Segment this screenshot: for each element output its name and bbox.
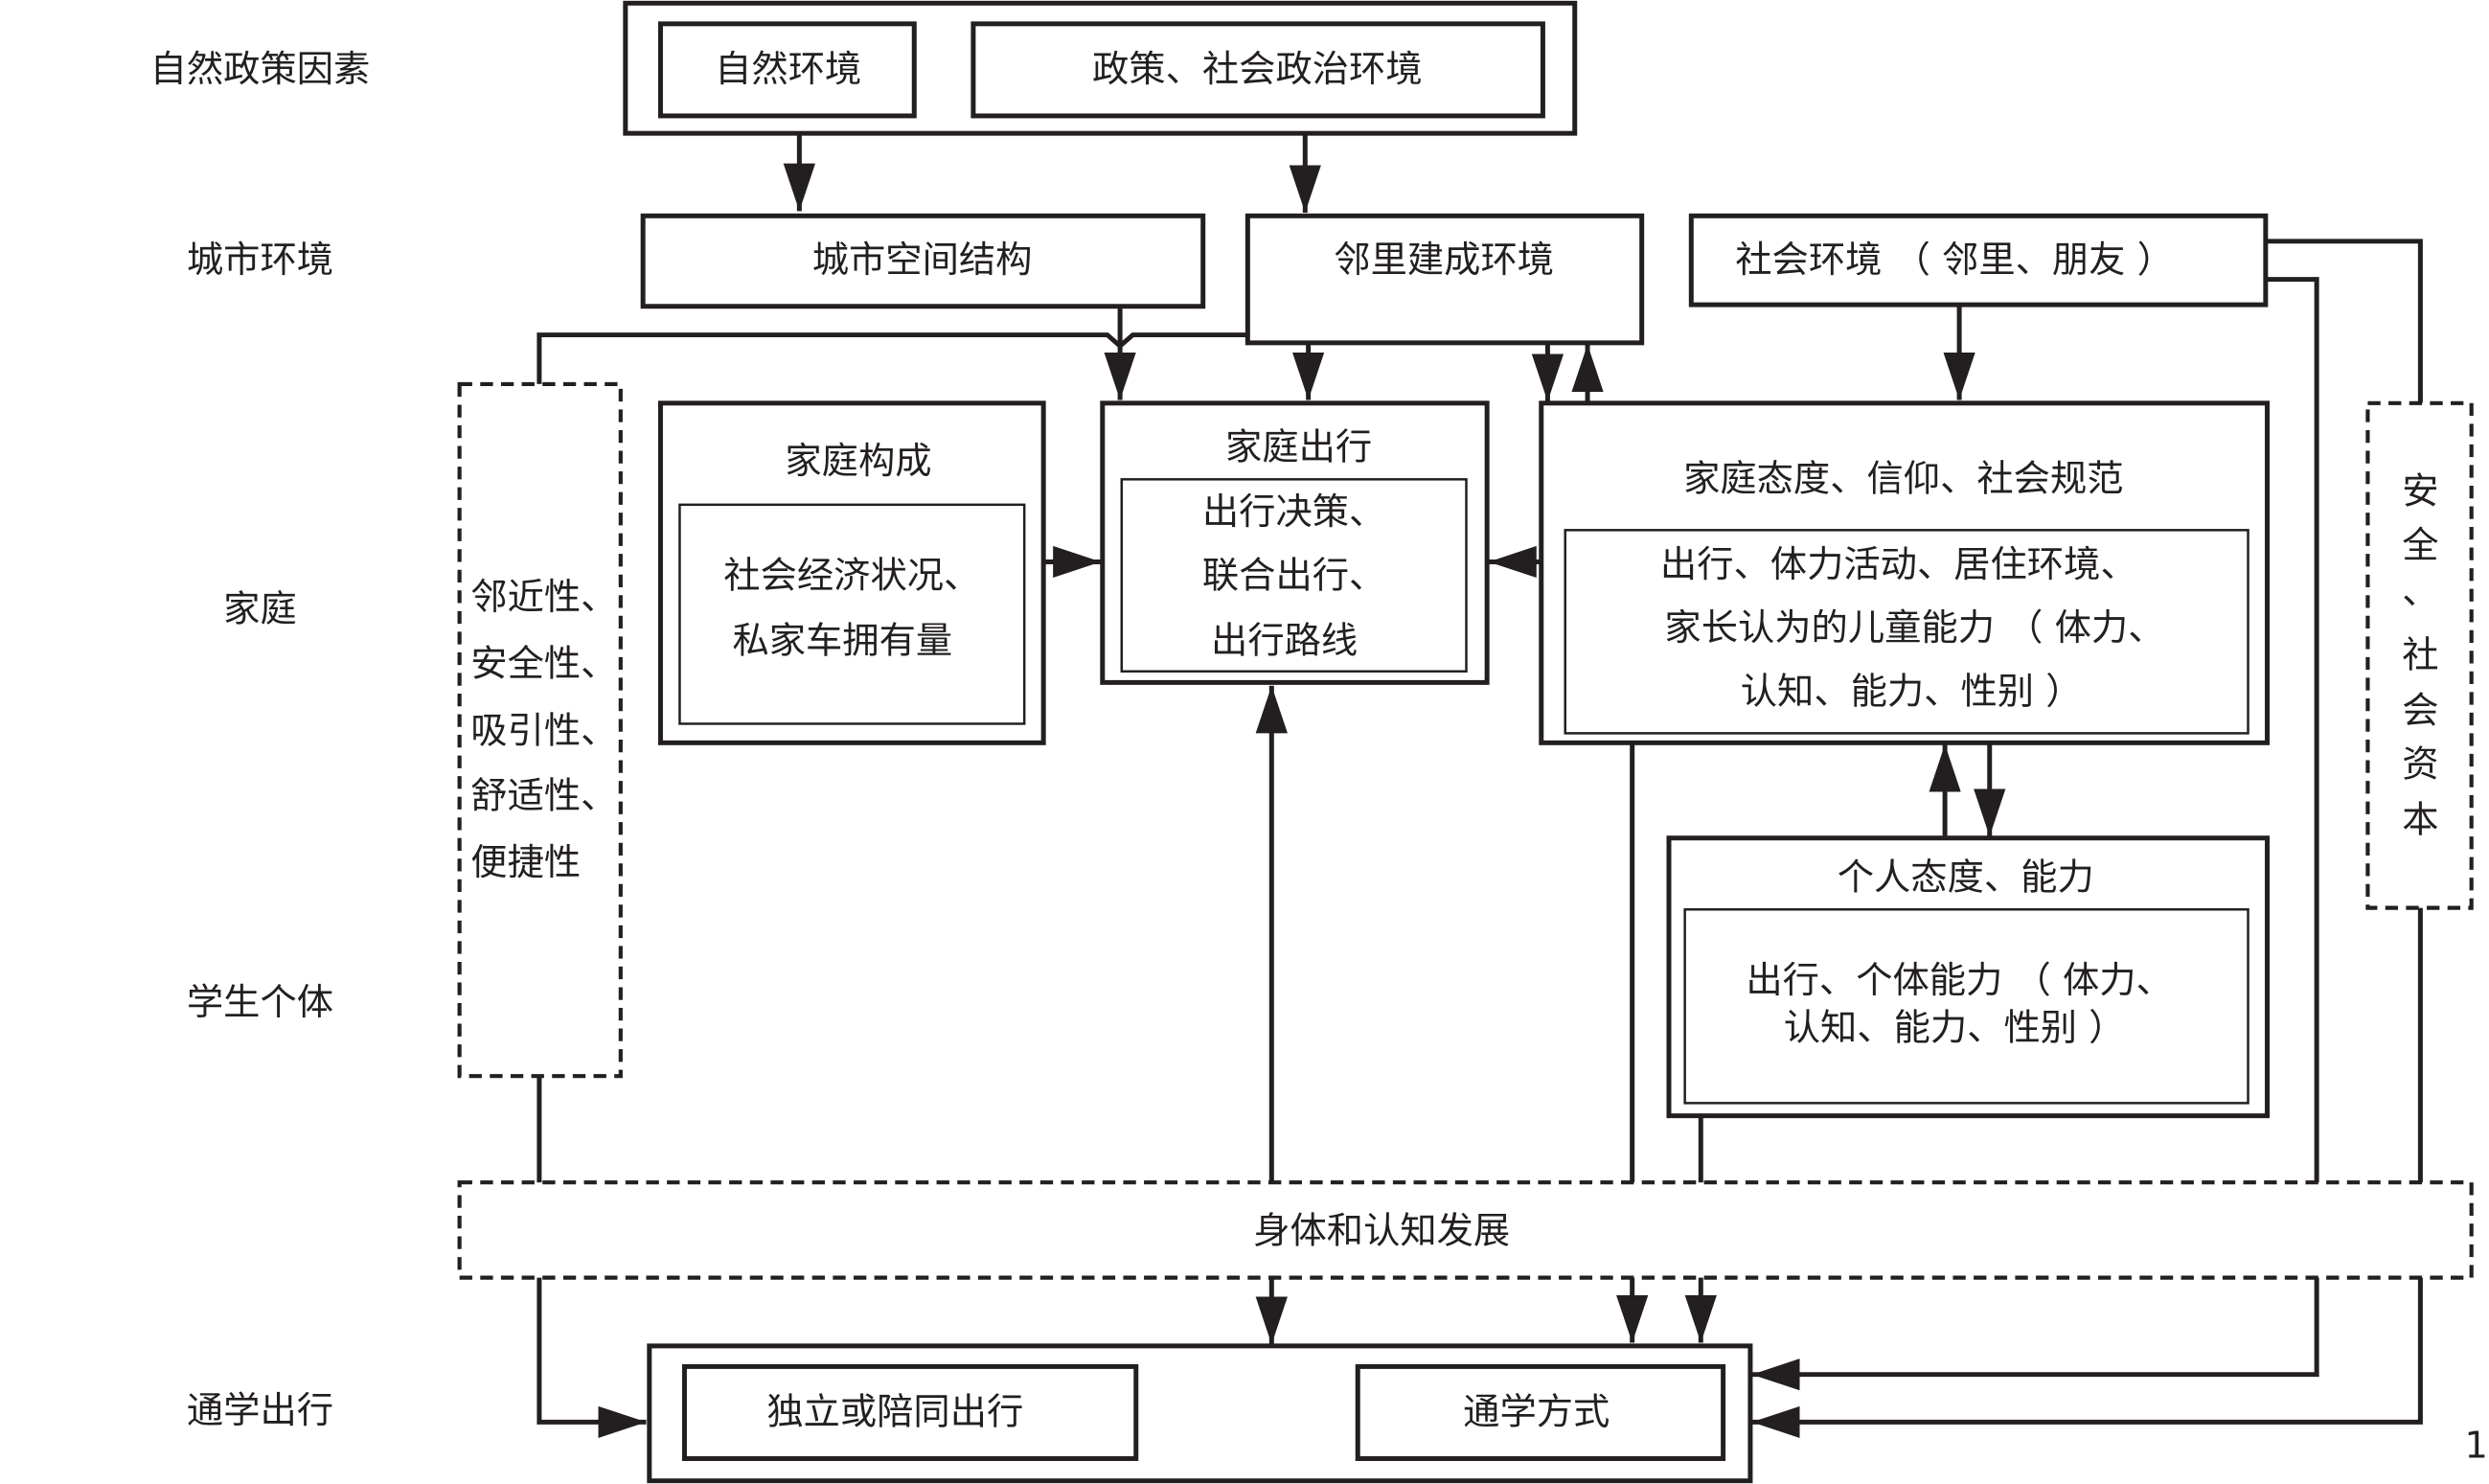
capital-char: 本	[2402, 800, 2438, 842]
natural-env-box	[657, 21, 917, 119]
social-env-box	[1688, 213, 2269, 308]
capital-char: 安	[2402, 471, 2438, 514]
arrow-capital-to-commute	[1751, 907, 2423, 1438]
capital-char: 全	[2402, 525, 2438, 567]
independent-travel-label: 独立或陪同出行	[766, 1392, 1023, 1434]
neighborhood-built-label: 邻里建成环境	[1334, 240, 1554, 282]
arrow-social-to-commute	[1751, 277, 2319, 1391]
line-qualities-to-neighborhood	[537, 332, 1248, 384]
family-travel-title: 家庭出行	[1225, 426, 1372, 468]
capital-char: 社	[2402, 634, 2438, 676]
development-band	[457, 1180, 2474, 1280]
personal-attitude-line: 出行、个体能力 （ 体力、	[1746, 960, 2173, 1002]
quality-safety: 安全性、	[470, 644, 617, 686]
quality-comfort: 舒适性、	[470, 775, 617, 817]
line-social-to-capital	[2265, 239, 2423, 403]
row-label-family: 家庭	[223, 588, 297, 630]
family-composition-line: 社会经济状况、	[723, 556, 980, 598]
family-attitude-title: 家庭态度、信仰、社会规范	[1683, 459, 2123, 501]
capital-char: 会	[2402, 690, 2438, 732]
row-label-commute: 通学出行	[187, 1390, 333, 1432]
personal-attitude-title: 个人态度、能力	[1838, 856, 2094, 899]
row-label-student: 学生个体	[187, 982, 333, 1024]
social-env-label: 社会环境 （ 邻里、朋友 ）	[1735, 240, 2174, 282]
natural-env-label: 自然环境	[715, 49, 861, 91]
family-composition-line: 私家车拥有量	[732, 621, 952, 663]
urban-structure-label: 城市空间结构	[812, 240, 1033, 282]
capital-char: 、	[2402, 571, 2438, 613]
family-attitude-inner	[1564, 529, 2249, 735]
commute-mode-box	[1355, 1363, 1726, 1461]
independent-travel-box	[681, 1363, 1139, 1461]
development-label: 身体和认知发展	[1253, 1211, 1510, 1253]
quality-convenience: 便捷性	[470, 842, 581, 884]
family-attitude-line: 家长认为的儿童能力 （ 体力、	[1664, 607, 2164, 650]
row-label-urban: 城市环境	[187, 240, 333, 282]
family-attitude-line: 出行、体力活动、居住环境、	[1660, 544, 2137, 586]
family-composition-title: 家庭构成	[785, 441, 931, 483]
family-travel-line: 出行路线	[1211, 621, 1358, 663]
urban-structure-box	[640, 213, 1206, 309]
family-travel-inner	[1120, 478, 1468, 674]
environment-qualities-box	[457, 381, 623, 1079]
quality-proximity: 邻近性、	[470, 577, 617, 619]
safety-social-capital-box	[2365, 400, 2474, 910]
family-attitude-line: 认知、能力、性别 ）	[1741, 672, 2083, 714]
page-number: 1	[2464, 1425, 2487, 1467]
policy-env-box	[970, 21, 1545, 119]
personal-attitude-inner	[1683, 908, 2249, 1105]
commute-mode-label: 通学方式	[1463, 1392, 1610, 1434]
family-travel-line: 联合出行、	[1202, 556, 1385, 598]
quality-attractiveness: 吸引性、	[470, 710, 617, 752]
personal-attitude-line: 认知、能力、性别 ）	[1784, 1008, 2126, 1050]
row-label-natural-policy: 自然政策因素	[150, 49, 371, 91]
family-travel-line: 出行决策、	[1202, 491, 1385, 534]
policy-env-label: 政策、社会政治环境	[1092, 49, 1423, 91]
neighborhood-built-box	[1244, 213, 1645, 346]
family-composition-inner	[678, 503, 1026, 725]
capital-char: 资	[2402, 744, 2438, 787]
